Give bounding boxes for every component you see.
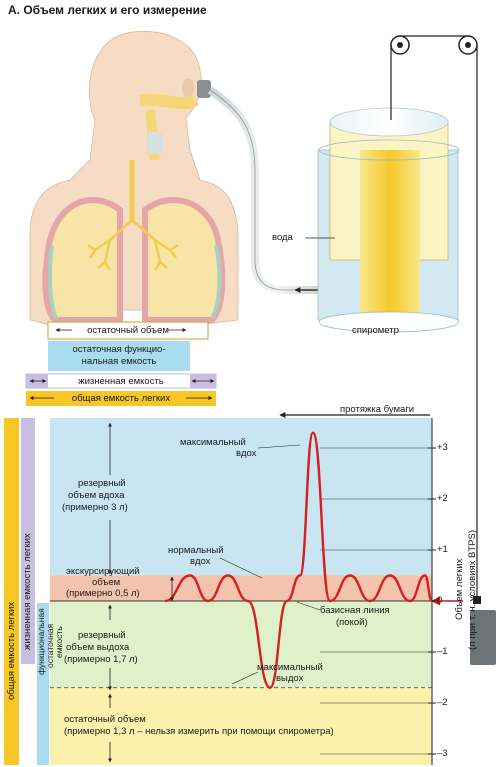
spirometer-label: спирометр (352, 325, 399, 336)
larynx (147, 132, 163, 154)
y-tick-label: +3 (437, 442, 448, 453)
bronchi (87, 219, 179, 271)
spirogram-curve (164, 431, 434, 689)
y-tick-label: +1 (437, 544, 448, 555)
ear (182, 78, 194, 98)
axis-title-1: Объем легких (454, 558, 465, 620)
y-tick-label: +2 (437, 493, 448, 504)
zone-irv (50, 418, 432, 576)
water-label: вода (272, 232, 293, 243)
mouthpiece (197, 80, 211, 98)
max-expiration-label-2: выдох (276, 673, 304, 684)
irv-label-3: (примерно 3 л) (62, 502, 128, 513)
spirometer (317, 107, 460, 333)
bar-residual (47, 321, 209, 340)
irv-label-2: объем вдоха (68, 490, 125, 501)
baseline-label-1: базисная линия (320, 605, 390, 616)
counterweight (470, 610, 496, 665)
vbar-label-vital: жизненная емкость легких (22, 533, 33, 650)
upper-airway (139, 93, 199, 110)
y-tick-label: –3 (437, 748, 448, 759)
vbar-label-frc-3: емкость (54, 626, 64, 658)
volume-bars (25, 321, 217, 406)
bar-label-frc-2: нальная емкость (81, 356, 157, 367)
page-title: А. Объем легких и его измерение (8, 3, 207, 17)
right-lung (142, 197, 226, 323)
vbar-vital-capacity (21, 418, 35, 664)
zone-erv (50, 601, 432, 688)
vbar-total-capacity (4, 418, 19, 765)
human-figure (29, 30, 239, 326)
bar-label-total: общая емкость легких (71, 393, 171, 404)
irv-label-1: резервный (78, 478, 126, 489)
max-inspiration-label-2: вдох (236, 448, 257, 459)
erv-label-2: объем выдоха (66, 642, 130, 653)
paper-feed-label: протяжка бумаги (340, 404, 415, 415)
vbar-frc (37, 603, 49, 765)
normal-inspiration-label-2: вдох (190, 556, 211, 567)
bar-label-residual: остаточный объем (87, 325, 169, 336)
erv-label-1: резервный (78, 630, 126, 641)
max-expiration-label-1: максимальный (257, 662, 323, 673)
left-lung (42, 197, 123, 323)
vbar-label-total: общая емкость легких (6, 601, 17, 700)
normal-inspiration-label-1: нормальный (168, 545, 224, 556)
max-inspiration-label-1: максимальный (180, 437, 246, 448)
tv-label-1: экскурсирующий (66, 566, 140, 577)
tv-label-3: (примерно 0,5 л) (66, 588, 140, 599)
y-tick-label: 0 (437, 595, 443, 606)
tv-label-2: объем (92, 577, 121, 588)
rv-label-1: остаточный объем (64, 714, 146, 725)
spirogram (4, 412, 436, 765)
axis-title-2: (л при т. н. условиях BTPS) (467, 529, 478, 650)
erv-label-3: (примерно 1,7 л) (64, 654, 138, 665)
baseline-label-2: (покой) (336, 617, 368, 628)
y-tick-label: –1 (437, 646, 448, 657)
bar-total (26, 391, 216, 406)
y-tick-label: –2 (437, 697, 448, 708)
bar-label-vital: жизненная емкость (78, 376, 164, 387)
bar-frc (48, 341, 190, 371)
rv-label-2: (примерно 1,3 л – нельзя измерить при по… (64, 726, 334, 737)
bar-label-frc-1: остаточная функцио- (72, 344, 166, 355)
pen (473, 596, 481, 604)
zone-rv (50, 687, 432, 765)
inner-cylinder (360, 150, 420, 320)
